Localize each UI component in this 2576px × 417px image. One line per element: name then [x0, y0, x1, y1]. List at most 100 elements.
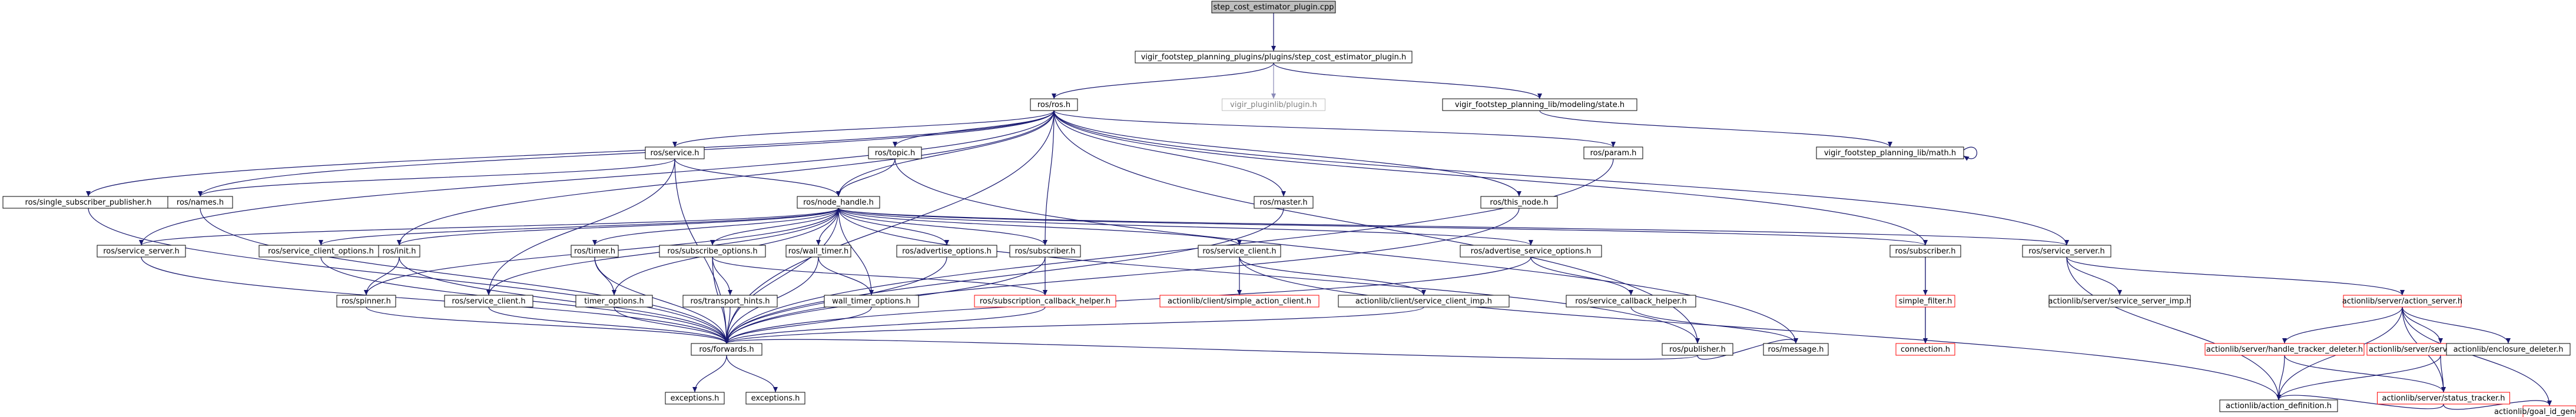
- edge-advertise_service_options-to-service_callback_helper: [1530, 256, 1633, 296]
- node-box: [797, 196, 880, 209]
- node-spinner[interactable]: ros/spinner.h: [336, 295, 396, 308]
- node-box: [444, 295, 533, 308]
- edge-plugin_h-to-state_h: [1273, 62, 1542, 99]
- node-label: ros/spinner.h: [342, 297, 391, 306]
- node-math_h[interactable]: vigir_footstep_planning_lib/math.h: [1816, 146, 1964, 159]
- node-simple_filter[interactable]: simple_filter.h: [1895, 295, 1955, 308]
- edge-ros_h-to-service_server: [139, 110, 1055, 246]
- node-sub_cb_helper[interactable]: ros/subscription_callback_helper.h: [974, 295, 1116, 308]
- node-plugin_h[interactable]: vigir_footstep_planning_plugins/plugins/…: [1135, 51, 1413, 64]
- node-exceptions2[interactable]: exceptions.h: [745, 392, 805, 405]
- node-box: [1159, 295, 1320, 308]
- node-transport_hints[interactable]: ros/transport_hints.h: [682, 295, 778, 308]
- node-label: exceptions.h: [751, 394, 800, 403]
- edge-topic-to-message: [894, 158, 1798, 344]
- node-param[interactable]: ros/param.h: [1583, 146, 1643, 159]
- node-node_handle[interactable]: ros/node_handle.h: [797, 196, 880, 209]
- edge-forwards-to-exceptions1: [692, 355, 727, 393]
- edge-service-to-node_handle: [674, 158, 841, 197]
- node-message[interactable]: ros/message.h: [1763, 343, 1829, 356]
- node-state_h[interactable]: vigir_footstep_planning_lib/modeling/sta…: [1442, 98, 1637, 111]
- node-box: [1816, 146, 1964, 159]
- edge-ros_h-to-service: [672, 110, 1055, 148]
- edge-ros_h-to-this_node: [1053, 110, 1521, 197]
- node-init[interactable]: ros/init.h: [378, 245, 420, 258]
- edge-ros_h-to-topic: [893, 110, 1055, 148]
- node-label: exceptions.h: [671, 394, 720, 403]
- node-service_callback_helper[interactable]: ros/service_callback_helper.h: [1566, 295, 1696, 308]
- edge-service_client-to-forwards: [488, 306, 729, 344]
- node-label: wall_timer_options.h: [832, 297, 911, 306]
- edge-ros_h-to-ros_subscriber: [1053, 110, 1928, 246]
- node-enclosure_deleter[interactable]: actionlib/enclosure_deleter.h: [2446, 343, 2571, 356]
- node-service_client_hpp[interactable]: ros/service_client.h: [1198, 245, 1281, 258]
- node-names[interactable]: ros/names.h: [167, 196, 233, 209]
- node-master[interactable]: ros/master.h: [1254, 196, 1314, 209]
- node-timer_options[interactable]: timer_options.h: [575, 295, 653, 308]
- node-label: ros/subscribe_options.h: [667, 247, 757, 256]
- node-service_client[interactable]: ros/service_client.h: [444, 295, 533, 308]
- node-label: ros/advertise_service_options.h: [1471, 247, 1592, 256]
- edge-wall_timer-to-wall_timer_options: [818, 256, 874, 296]
- node-pluginlib[interactable]: vigir_pluginlib/plugin.h: [1222, 98, 1325, 111]
- node-subscribe_options[interactable]: ros/subscribe_options.h: [659, 245, 766, 258]
- node-service[interactable]: ros/service.h: [645, 146, 705, 159]
- node-root[interactable]: step_cost_estimator_plugin.cpp: [1211, 1, 1336, 14]
- node-handle_tracker[interactable]: actionlib/server/handle_tracker_deleter.…: [2204, 343, 2365, 356]
- node-box: [2522, 405, 2576, 417]
- node-label: ros/subscription_callback_helper.h: [980, 297, 1110, 306]
- node-action_server[interactable]: actionlib/server/action_server.h: [2342, 295, 2462, 308]
- node-publisher[interactable]: ros/publisher.h: [1662, 343, 1733, 356]
- node-label: ros/param.h: [1590, 149, 1637, 158]
- node-label: ros/advertise_options.h: [902, 247, 992, 256]
- edge-state_h-to-math_h: [1539, 110, 1892, 148]
- edge-ros_h-to-master: [1053, 110, 1286, 197]
- node-single_pub[interactable]: ros/single_subscriber_publisher.h: [2, 196, 174, 209]
- node-timer[interactable]: ros/timer.h: [571, 245, 619, 258]
- node-forwards[interactable]: ros/forwards.h: [691, 343, 762, 356]
- node-label: vigir_footstep_planning_lib/modeling/sta…: [1455, 101, 1624, 109]
- edge-node_handle-to-wall_timer_options: [838, 208, 874, 296]
- edge-topic-to-node_handle: [836, 158, 896, 197]
- node-label: ros/wall_timer.h: [788, 247, 848, 256]
- node-label: actionlib/server/status_tracker.h: [2382, 394, 2505, 403]
- node-wall_timer[interactable]: ros/wall_timer.h: [785, 245, 851, 258]
- node-box: [378, 245, 420, 258]
- node-ros_subscriber[interactable]: ros/subscriber.h: [1889, 245, 1961, 258]
- node-box: [1135, 51, 1413, 64]
- node-box: [1211, 1, 1336, 14]
- node-ros_h[interactable]: ros/ros.h: [1030, 98, 1078, 111]
- node-exceptions1[interactable]: exceptions.h: [665, 392, 725, 405]
- node-label: actionlib/server/action_server.h: [2342, 297, 2462, 306]
- node-goal_id_gen[interactable]: actionlib/goal_id_generator.h: [2494, 405, 2576, 417]
- node-ros_service_server[interactable]: ros/service_server.h: [2022, 245, 2111, 258]
- edge-status_tracker-to-goal_id_gen: [2443, 400, 2552, 410]
- node-service_client_imp[interactable]: actionlib/client/service_client_imp.h: [1338, 295, 1510, 308]
- node-connection[interactable]: connection.h: [1895, 343, 1955, 356]
- node-service_client_options[interactable]: ros/service_client_options.h: [258, 245, 383, 258]
- node-advertise_options[interactable]: ros/advertise_options.h: [896, 245, 997, 258]
- node-service_server[interactable]: ros/service_server.h: [97, 245, 186, 258]
- node-service_server_imp[interactable]: actionlib/server/service_server_imp.h: [2048, 295, 2192, 308]
- node-box: [1662, 343, 1733, 356]
- node-wall_timer_options[interactable]: wall_timer_options.h: [824, 295, 919, 308]
- node-status_tracker[interactable]: actionlib/server/status_tracker.h: [2377, 392, 2510, 405]
- node-this_node[interactable]: ros/this_node.h: [1480, 196, 1558, 209]
- node-box: [1442, 98, 1637, 111]
- node-subscriber[interactable]: ros/subscriber.h: [1009, 245, 1081, 258]
- edge-node_handle-to-service_client_hpp: [838, 208, 1242, 246]
- node-simple_action_client[interactable]: actionlib/client/simple_action_client.h: [1159, 295, 1320, 308]
- node-label: ros/service_callback_helper.h: [1575, 297, 1687, 306]
- node-advertise_service_options[interactable]: ros/advertise_service_options.h: [1460, 245, 1602, 258]
- node-label: ros/service_server.h: [2028, 247, 2105, 256]
- node-box: [785, 245, 851, 258]
- edge-timer_options-to-forwards: [614, 306, 729, 344]
- node-box: [1198, 245, 1281, 258]
- node-action_definition[interactable]: actionlib/action_definition.h: [2219, 399, 2338, 412]
- edge-publisher-to-message: [1697, 338, 1798, 360]
- node-topic[interactable]: ros/topic.h: [868, 146, 922, 159]
- edge-math_h-to-math_h: [1963, 146, 1978, 161]
- edge-forwards-to-exceptions2: [726, 355, 778, 393]
